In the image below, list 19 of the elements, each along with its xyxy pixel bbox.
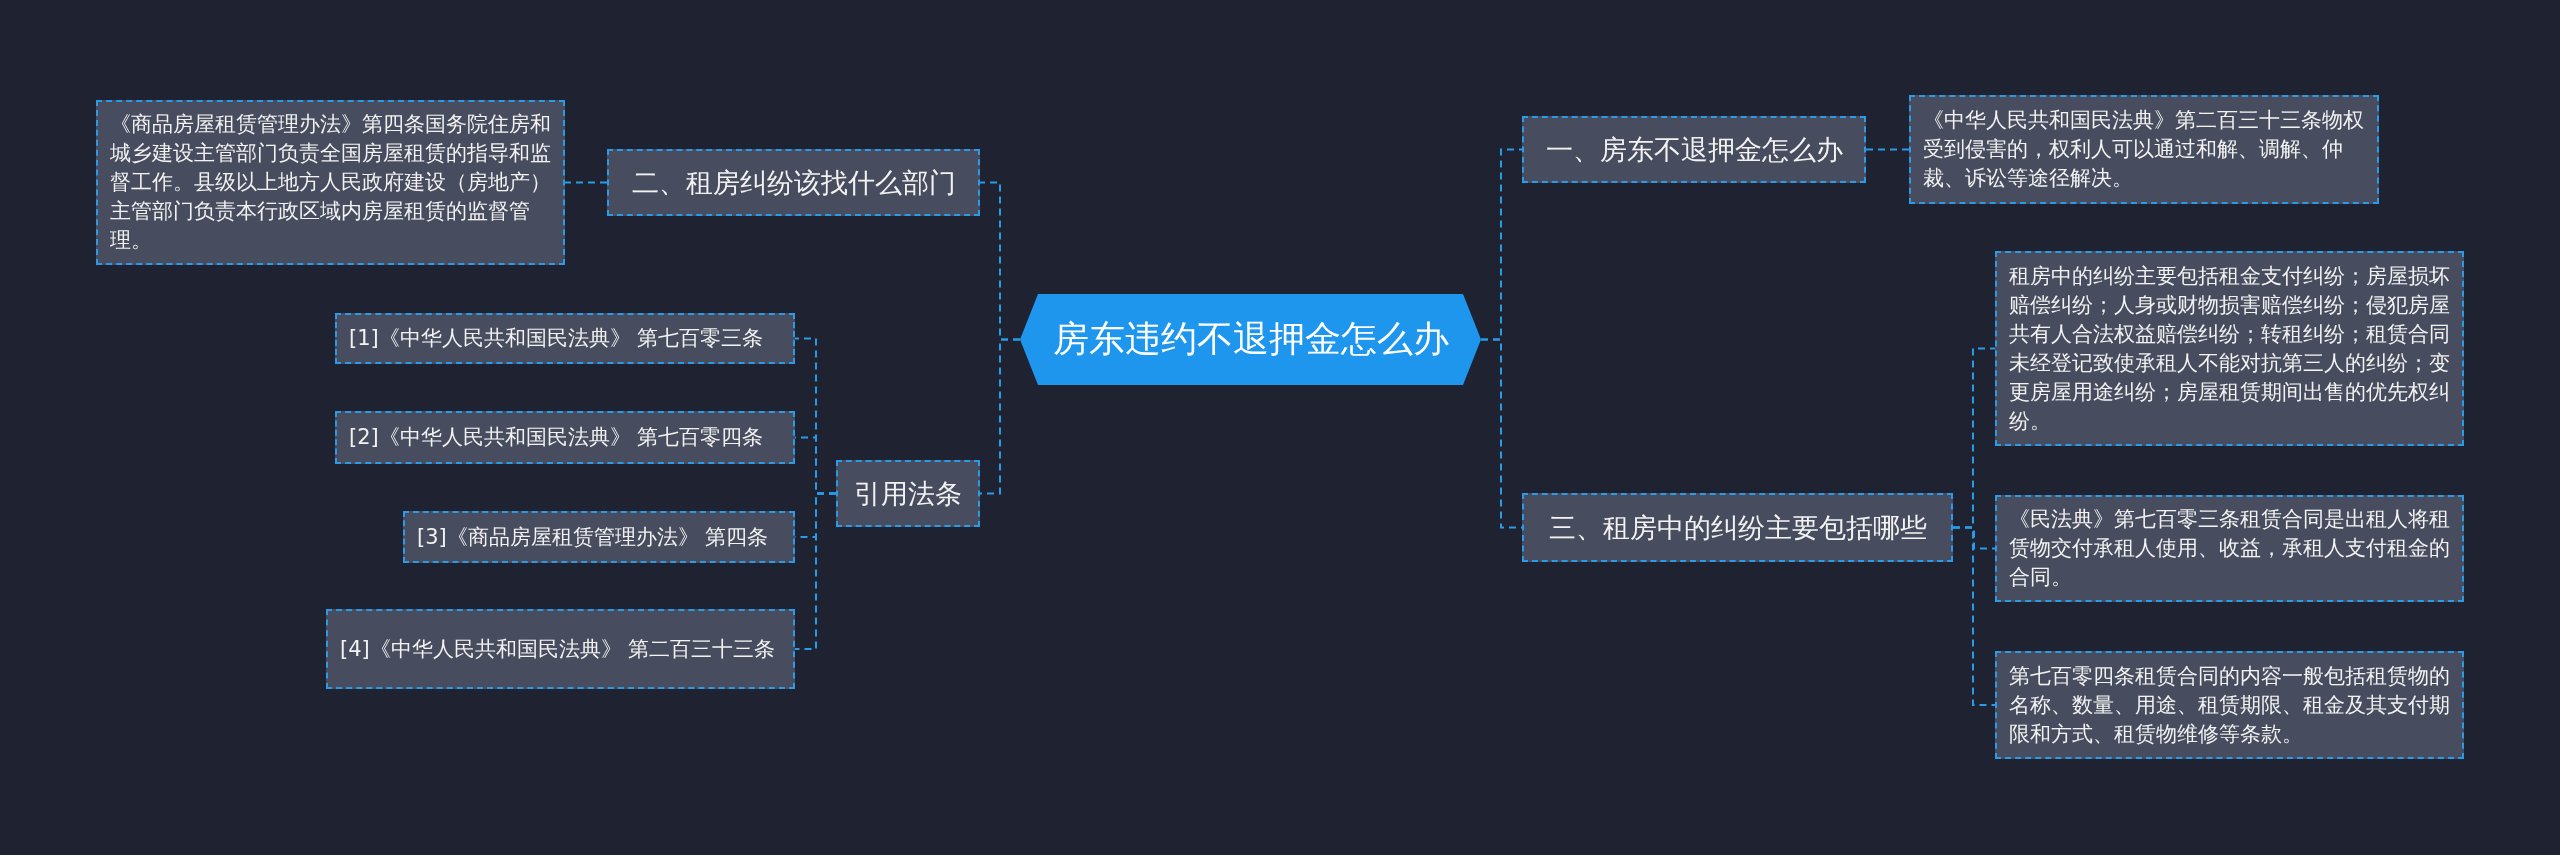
note-box: [2]《中华人民共和国民法典》 第七百零四条: [335, 411, 795, 464]
note-box: 《民法典》第七百零三条租赁合同是出租人将租赁物交付承租人使用、收益，承租人支付租金的合同。: [1995, 495, 2464, 602]
central-topic: 房东违约不退押金怎么办: [1020, 294, 1481, 385]
note-box: 第七百零四条租赁合同的内容一般包括租赁物的名称、数量、用途、租赁期限、租金及其支付期限和方式、租赁物维修等条款。: [1995, 651, 2464, 759]
connector-line: [1865, 148, 1910, 151]
connector-line: [1952, 526, 1996, 706]
connector-line: [564, 181, 608, 184]
note-box: 租房中的纠纷主要包括租金支付纠纷；房屋损坏赔偿纠纷；人身或财物损害赔偿纠纷；侵犯房屋共有人合法权益赔偿纠纷；转租纠纷；租赁合同未经登记致使承租人不能对抗第三人的纠纷；变更房屋用途纠纷；房屋租赁期间出售的优先权纠纷。: [1995, 251, 2464, 446]
note-box: [1]《中华人民共和国民法典》 第七百零三条: [335, 313, 795, 364]
note-box: [3]《商品房屋租赁管理办法》 第四条: [403, 511, 795, 563]
topic-box: 引用法条: [836, 460, 980, 527]
note-box: [4]《中华人民共和国民法典》 第二百三十三条: [326, 609, 795, 689]
topic-box: 二、租房纠纷该找什么部门: [607, 149, 980, 216]
note-box: 《商品房屋租赁管理办法》第四条国务院住房和城乡建设主管部门负责全国房屋租赁的指导和监督工作。县级以上地方人民政府建设（房地产）主管部门负责本行政区域内房屋租赁的监督管理。: [96, 100, 565, 265]
connector-line: [979, 338, 1021, 495]
topic-box: 一、房东不退押金怎么办: [1522, 116, 1866, 183]
connector-line: [794, 492, 837, 650]
note-box: 《中华人民共和国民法典》第二百三十三条物权受到侵害的，权利人可以通过和解、调解、仲裁、诉讼等途径解决。: [1909, 95, 2379, 204]
topic-box: 三、租房中的纠纷主要包括哪些: [1522, 493, 1953, 562]
